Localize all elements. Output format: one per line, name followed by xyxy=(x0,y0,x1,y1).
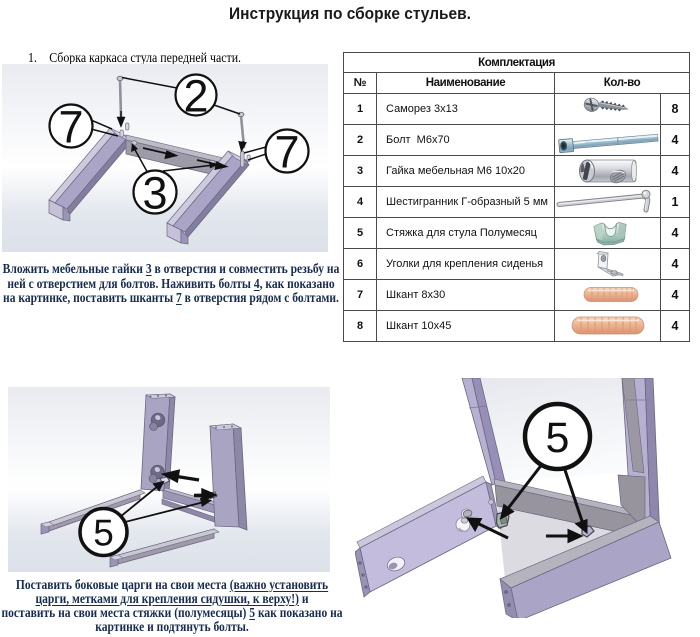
svg-text:3: 3 xyxy=(142,168,167,219)
svg-text:2: 2 xyxy=(183,71,208,122)
svg-text:7: 7 xyxy=(58,102,83,153)
svg-text:5: 5 xyxy=(93,513,114,554)
svg-text:5: 5 xyxy=(546,414,570,462)
svg-text:7: 7 xyxy=(274,127,299,178)
